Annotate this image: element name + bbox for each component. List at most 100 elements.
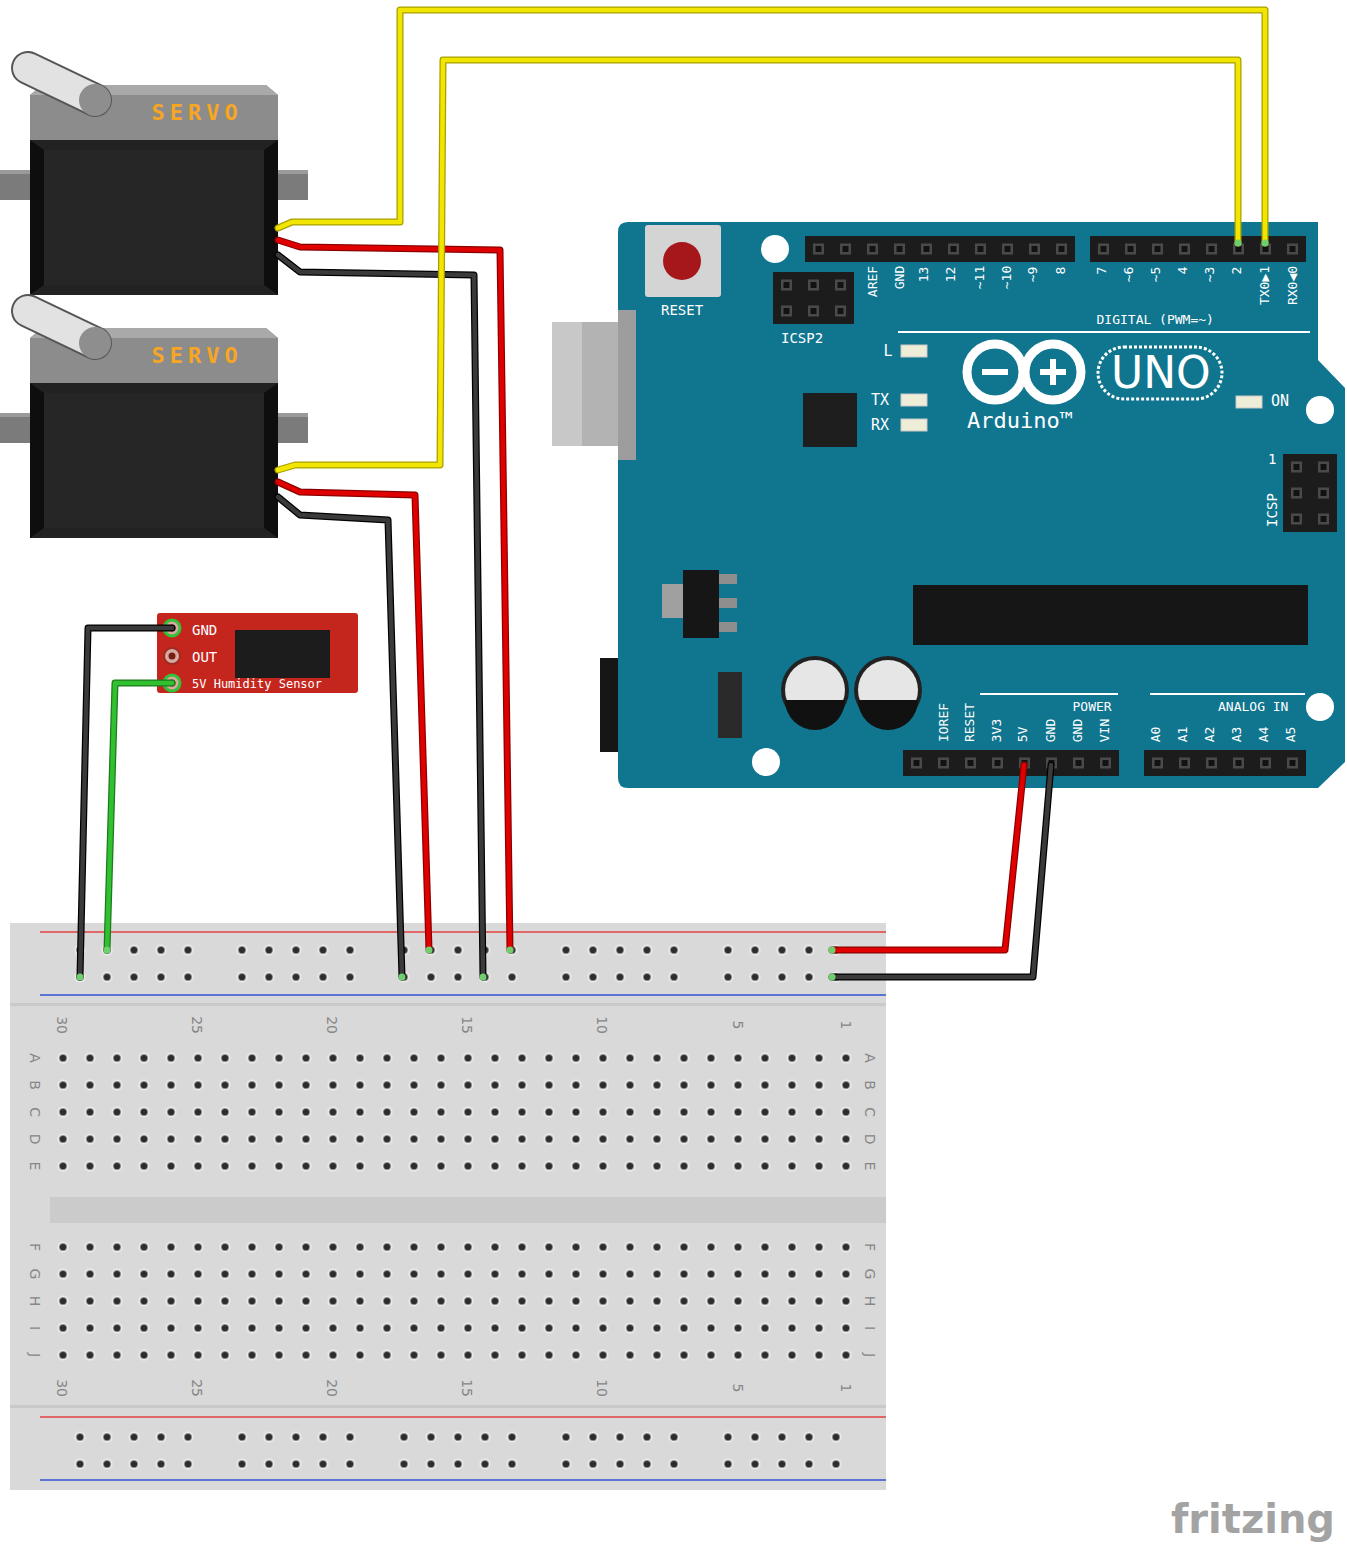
arduino-uno	[1306, 693, 1334, 721]
breadboard-label: A	[27, 1053, 43, 1063]
arduino-uno	[903, 750, 1119, 776]
board-label: RESET	[661, 302, 703, 318]
board-label: ICSP2	[781, 330, 823, 346]
board-label: TX0▶1	[1258, 266, 1273, 305]
wire-end	[480, 974, 487, 981]
breadboard	[711, 1424, 846, 1478]
wire-end	[1262, 240, 1269, 247]
arduino-uno	[552, 222, 1345, 788]
arduino-uno	[913, 585, 1308, 645]
breadboard-label: G	[862, 1269, 878, 1280]
jumper-wire	[829, 765, 1052, 981]
sensor-pin-label: GND	[192, 622, 217, 638]
board-label: 7	[1095, 266, 1110, 274]
sensor-pin-label: 5V Humidity Sensor	[192, 678, 322, 692]
breadboard	[10, 923, 886, 1490]
board-label: 1	[1268, 451, 1276, 467]
board-label: ~5	[1149, 266, 1164, 282]
breadboard-label: I	[27, 1326, 43, 1330]
wire-outline	[278, 497, 402, 977]
wire-outline	[278, 255, 483, 977]
arduino-uno	[552, 322, 582, 446]
arduino-uno	[1098, 347, 1222, 399]
board-label: 13	[917, 266, 932, 282]
breadboard-label: E	[27, 1162, 43, 1171]
humidity-sensor	[235, 630, 330, 678]
jumper-wire	[77, 628, 173, 981]
board-label: A2	[1203, 726, 1218, 742]
breadboard	[40, 994, 886, 996]
arduino-uno	[618, 310, 636, 460]
wire-outline	[278, 240, 510, 950]
humidity-sensor	[169, 653, 176, 660]
arduino-uno	[663, 242, 701, 280]
arduino-board: RESETICSP2AREFGND1312~11~10~987~6~54~32T…	[618, 222, 1318, 788]
breadboard	[50, 1197, 886, 1223]
arduino-uno	[1090, 236, 1306, 262]
wire-end	[104, 947, 111, 954]
board-label: UNO	[1111, 348, 1211, 399]
board-label: A0	[1149, 726, 1164, 742]
wire-core	[278, 10, 1265, 243]
arduino-uno	[805, 236, 1075, 262]
arduino-uno	[1236, 396, 1262, 408]
board-label: Arduino™	[967, 408, 1073, 433]
breadboard	[550, 937, 685, 991]
breadboard	[50, 1045, 860, 1180]
humidity-sensor	[157, 613, 358, 693]
arduino-uno	[719, 598, 737, 608]
breadboard	[67, 937, 846, 991]
arduino-uno	[901, 394, 927, 406]
breadboard-label: B	[862, 1080, 878, 1090]
wire-end	[507, 947, 514, 954]
humidity-sensor	[164, 675, 180, 691]
servo-label: SERVO	[152, 343, 243, 368]
servo-motor	[0, 311, 308, 538]
breadboard	[228, 1424, 363, 1478]
wire-outline	[832, 765, 1024, 950]
arduino-uno	[773, 272, 854, 324]
breadboard	[10, 923, 886, 1490]
wire-end	[77, 974, 84, 981]
breadboard-label: C	[27, 1107, 43, 1117]
breadboard-label: F	[862, 1243, 878, 1251]
board-label: ~10	[1000, 266, 1015, 289]
wire-core	[278, 497, 402, 977]
board-label: POWER	[1073, 700, 1112, 715]
arduino-uno	[683, 570, 719, 638]
breadboard-label: 15	[459, 1379, 475, 1397]
breadboard-label: H	[862, 1296, 878, 1307]
board-label: GND	[1071, 719, 1086, 742]
wire-end	[829, 947, 836, 954]
board-label: RESET	[963, 703, 978, 742]
board-label: GND	[893, 266, 908, 289]
board-label: ~6	[1122, 266, 1137, 282]
breadboard-label: 30	[54, 1379, 70, 1397]
breadboard-label: 30	[54, 1016, 70, 1034]
arduino-uno	[901, 419, 927, 431]
breadboard	[389, 937, 524, 991]
sensor-pin-label: OUT	[192, 649, 217, 665]
arduino-uno	[1283, 454, 1337, 532]
board-label: ~9	[1026, 266, 1041, 282]
board-label: ON	[1271, 393, 1289, 410]
jumper-wire	[278, 60, 1242, 470]
arduino-uno	[773, 272, 854, 324]
breadboard-label: 20	[324, 1016, 340, 1034]
arduino-uno	[645, 225, 721, 297]
breadboard-label: E	[862, 1162, 878, 1171]
wire-core	[832, 765, 1051, 977]
arduino-uno	[761, 235, 789, 263]
breadboard-label: 25	[189, 1379, 205, 1397]
board-label: IOREF	[937, 703, 952, 742]
board-label: RX0◀0	[1286, 266, 1301, 305]
board-label: A3	[1230, 726, 1245, 742]
servo-label: SERVO	[152, 100, 243, 125]
breadboard-label: J	[862, 1353, 878, 1357]
servo-motor	[0, 68, 308, 295]
wire-end	[829, 974, 836, 981]
wire-outline	[278, 10, 1265, 243]
arduino-uno	[1283, 454, 1337, 532]
arduino-uno	[785, 700, 845, 730]
